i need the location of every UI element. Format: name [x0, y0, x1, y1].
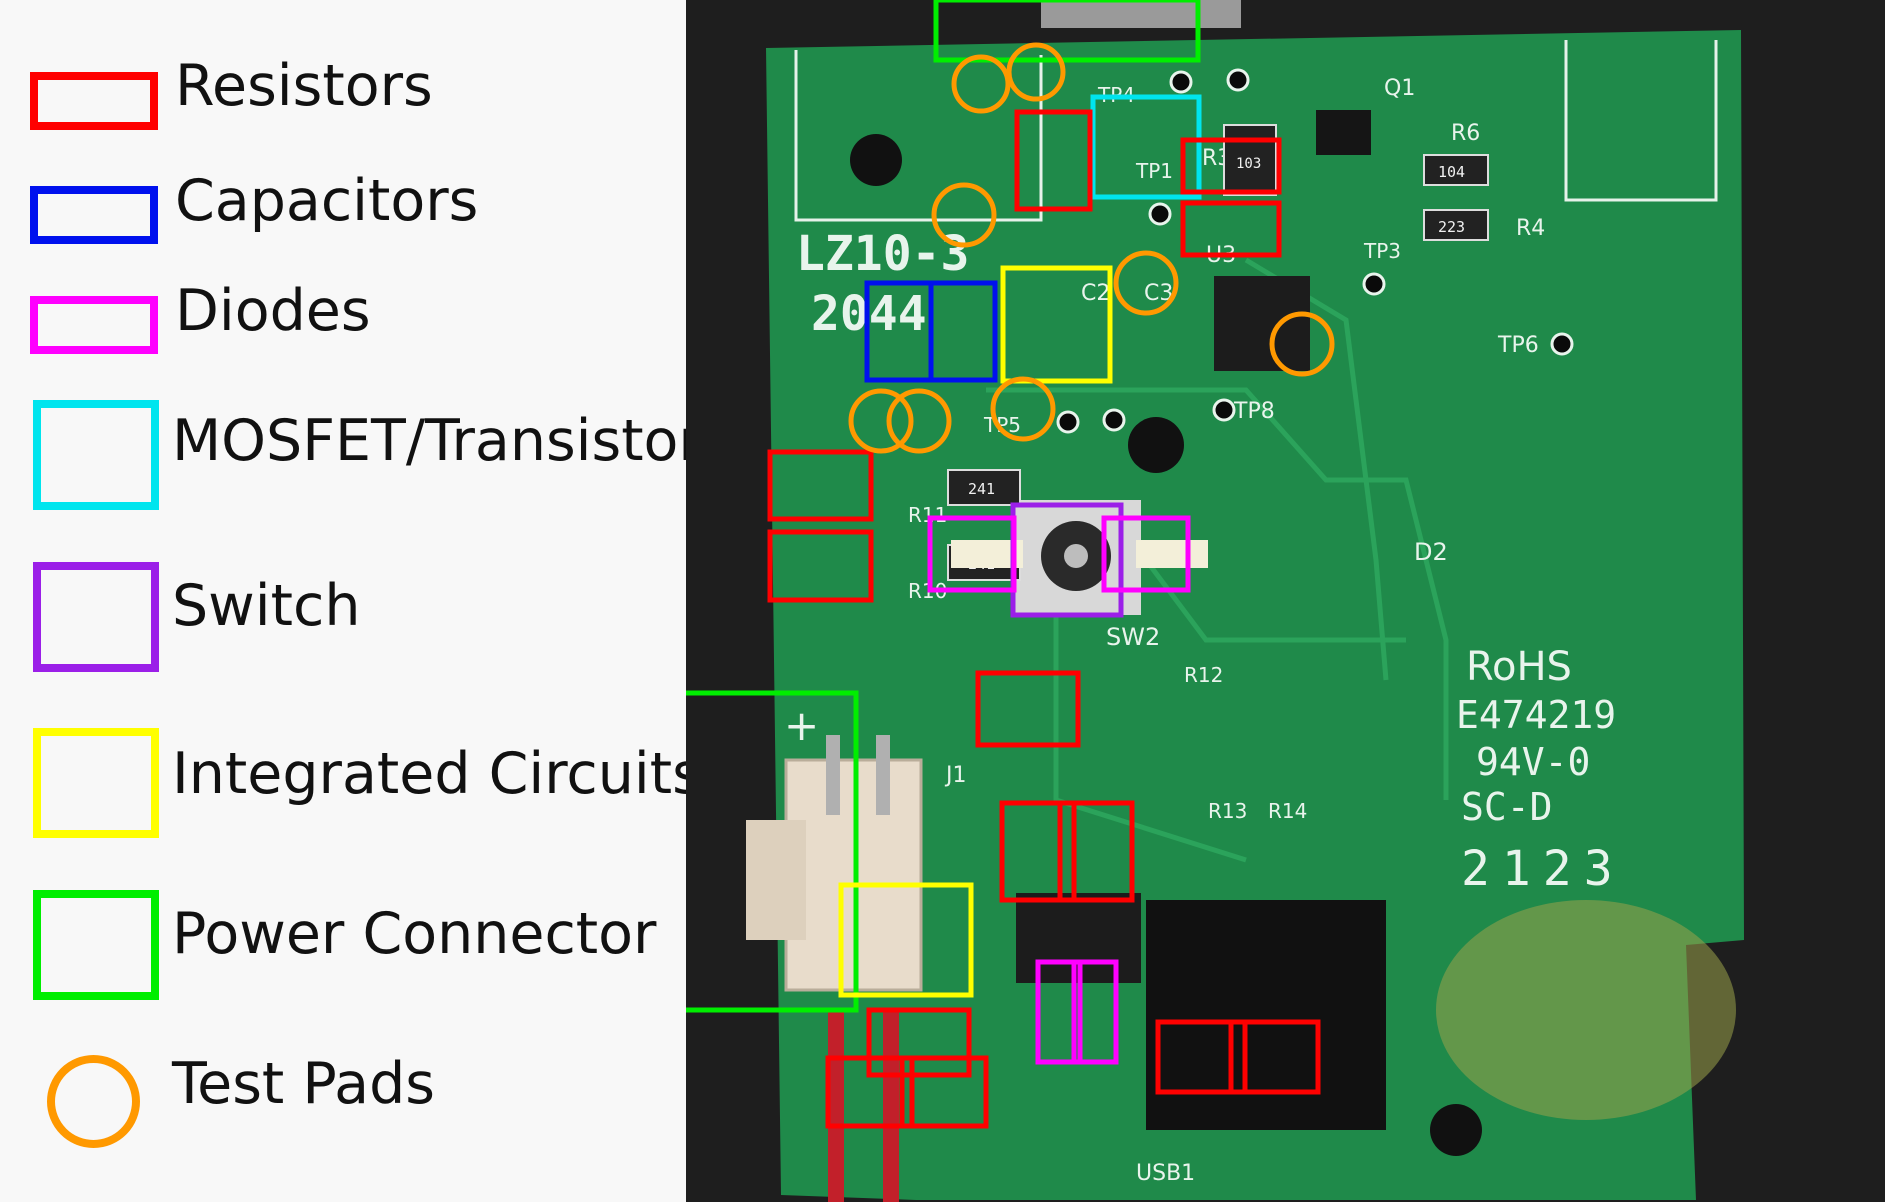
legend-label: Integrated Circuits: [172, 741, 702, 807]
silk-rohs: RoHS: [1466, 644, 1572, 690]
trace-4: [1053, 600, 1247, 863]
silk-plus: +: [784, 701, 819, 750]
silk-j1: J1: [944, 763, 967, 788]
annot-capacitor-c3: [928, 280, 998, 383]
annot-ic-u2: [838, 882, 974, 998]
annot-test-pad-tp6: [1269, 311, 1335, 377]
annot-resistor-right-2: [1228, 1019, 1321, 1095]
switch-center: [1064, 544, 1088, 568]
silk-q1: Q1: [1384, 76, 1415, 101]
annot-resistor-r3: [1014, 109, 1093, 212]
annot-mosfet-q1: [1090, 94, 1202, 200]
silk-d2: D2: [1414, 538, 1448, 566]
outline-right: [1564, 40, 1718, 202]
legend-label: Capacitors: [175, 168, 479, 234]
annot-resistor-right-1: [1155, 1019, 1248, 1095]
annot-test-pad-tp1: [931, 182, 997, 248]
usb-module: [1146, 900, 1386, 1130]
legend-label: Diodes: [175, 278, 371, 344]
center-hole: [1128, 417, 1184, 473]
pcb-svg: LZ10-3 2044 RoHS E474219 94V-0 SC-D 2123…: [686, 0, 1885, 1202]
top-header: [1041, 0, 1241, 28]
silk-tp3: TP3: [1363, 239, 1401, 263]
legend-swatch: [30, 296, 158, 354]
annot-diode-d2: [1101, 515, 1191, 593]
legend-swatch: [30, 72, 158, 130]
mount-hole-bottom: [1430, 1104, 1482, 1156]
annot-resistor-r11: [767, 449, 874, 522]
annot-resistor-bottom-1: [866, 1007, 972, 1078]
test-pad-dots: [1056, 68, 1574, 434]
silk-date: 2123: [1461, 841, 1625, 897]
legend-label: MOSFET/Transistor: [172, 408, 702, 474]
connector-pin-2: [876, 735, 890, 815]
annot-resistor-r13: [999, 800, 1077, 903]
outline-left: [794, 50, 1043, 222]
annot-power-connector-j1: [686, 690, 859, 1013]
annot-resistor-r6: [1180, 137, 1282, 195]
annot-resistor-bottom-3: [899, 1055, 989, 1129]
annot-test-pad-tp7: [886, 388, 952, 454]
mount-hole-top: [850, 134, 902, 186]
annot-resistor-r12: [975, 670, 1081, 748]
annot-test-pad-tp2: [1006, 42, 1066, 102]
annot-diode-d3: [1035, 959, 1083, 1065]
mark-r11: 241: [968, 480, 995, 498]
annot-test-pad-tp3: [1113, 250, 1179, 316]
legend-swatch: [33, 890, 159, 1000]
annot-diode-d4: [1071, 959, 1119, 1065]
silk-rating: 94V-0: [1476, 740, 1590, 784]
silk-r13: R13: [1208, 799, 1247, 823]
connector-pin-1: [826, 735, 840, 815]
silk-cert: E474219: [1456, 693, 1616, 737]
silk-tp1: TP1: [1135, 159, 1173, 183]
silk-usb1: USB1: [1136, 1161, 1195, 1186]
legend-swatch: [33, 562, 159, 672]
silk-tp6: TP6: [1497, 333, 1539, 358]
pcb-board: [766, 30, 1744, 1200]
annot-test-pad-tp8: [990, 376, 1056, 442]
legend-label: Switch: [172, 573, 361, 639]
solder-residue: [1436, 900, 1736, 1120]
legend-label: Resistors: [175, 53, 433, 119]
mosfet-q1-body: [1316, 110, 1371, 155]
annot-ic-u3: [1000, 265, 1113, 384]
led-d2: [1136, 540, 1208, 568]
annot-resistor-r14: [1057, 800, 1135, 903]
legend-swatch: [30, 186, 158, 244]
annot-test-pad-tp5: [848, 388, 914, 454]
pcb-photo: LZ10-3 2044 RoHS E474219 94V-0 SC-D 2123…: [686, 0, 1885, 1202]
annot-diode-d1: [927, 515, 1017, 593]
silk-r12: R12: [1184, 663, 1223, 687]
silk-r6: R6: [1451, 121, 1480, 146]
annot-power-connector-top: [933, 0, 1201, 63]
legend-swatch: [33, 728, 159, 838]
annot-resistor-bottom-2: [825, 1055, 915, 1129]
annot-resistor-r4: [1180, 200, 1282, 258]
mark-r4: 223: [1438, 218, 1465, 236]
silk-r14: R14: [1268, 799, 1307, 823]
silk-c2: C2: [1081, 281, 1110, 306]
legend-label: Power Connector: [172, 901, 657, 967]
silk-r4: R4: [1516, 216, 1545, 241]
annot-test-pad-tp4: [951, 54, 1011, 114]
connector-latch: [746, 820, 806, 940]
legend-label: Test Pads: [172, 1051, 435, 1117]
annot-resistor-r10: [767, 529, 874, 603]
power-wires: [828, 1010, 899, 1202]
mark-r6: 104: [1438, 163, 1465, 181]
legend-swatch: [33, 400, 159, 510]
silk-sw2: SW2: [1106, 623, 1160, 651]
silk-grade: SC-D: [1461, 785, 1553, 829]
mark-r3: 103: [1236, 156, 1261, 172]
silk-tp8: TP8: [1233, 399, 1275, 424]
ic-u3-body: [1214, 276, 1310, 371]
legend-swatch: [47, 1055, 140, 1148]
